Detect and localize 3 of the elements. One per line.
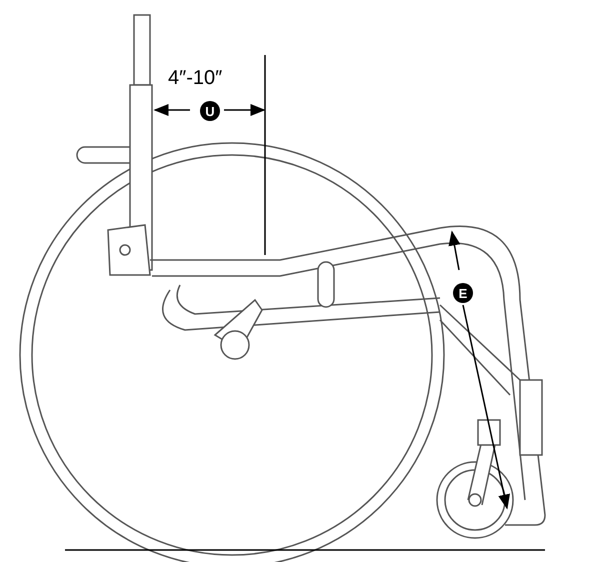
- dimension-label: 4″-10″: [168, 68, 222, 88]
- callout-letter: E: [453, 283, 473, 303]
- callout-letter: U: [200, 101, 220, 121]
